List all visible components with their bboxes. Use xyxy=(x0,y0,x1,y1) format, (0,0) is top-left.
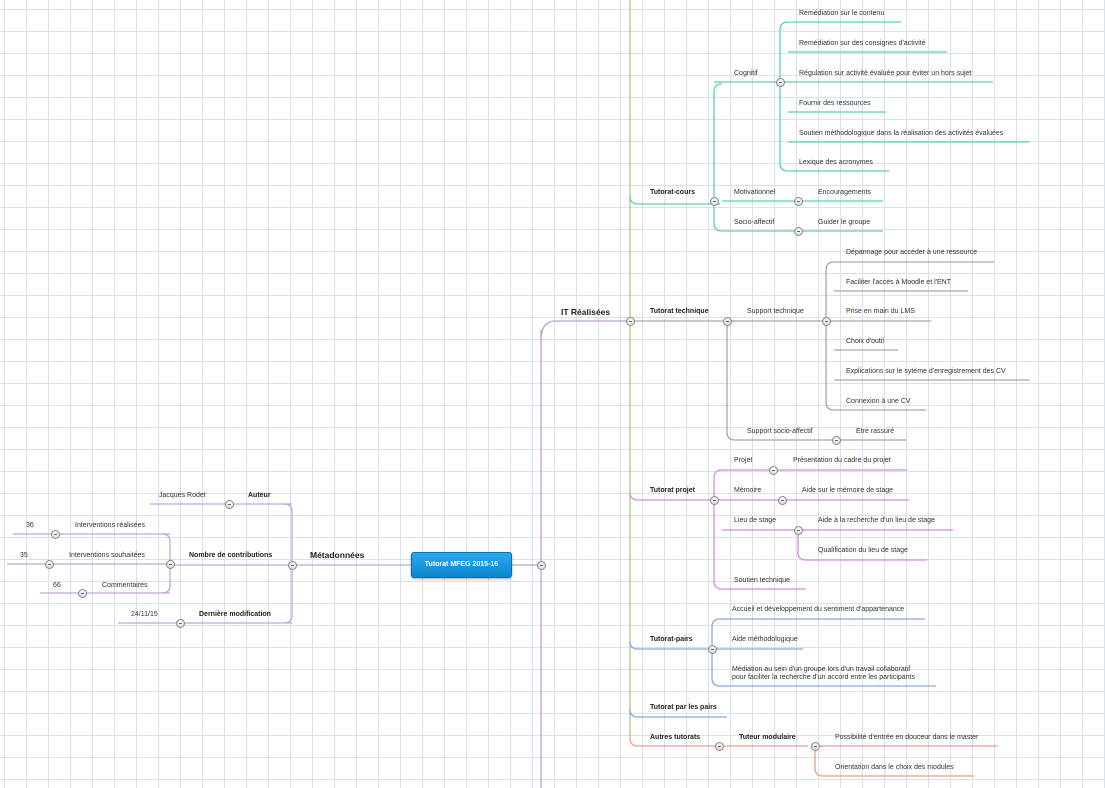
topic-support-technique[interactable]: Support technique xyxy=(747,308,804,315)
leaf-mediation-line1[interactable]: Médiation au sein d'un groupe lors d'un … xyxy=(732,666,911,673)
meta-interventions-souhaitees[interactable]: Interventions souhaitées xyxy=(69,552,145,559)
leaf-remediation-consignes[interactable]: Remédiation sur des consignes d'activité xyxy=(799,40,926,47)
topic-autres-tutorats[interactable]: Autres tutorats xyxy=(650,734,701,741)
branch-metadonnees[interactable]: Métadonnées xyxy=(310,550,365,560)
realisees-toggle[interactable] xyxy=(50,529,60,539)
projet-bracket xyxy=(713,469,723,590)
meta-interventions-realisees-value[interactable]: 36 xyxy=(26,522,34,529)
leaf-aide-memoire[interactable]: Aide sur le mémoire de stage xyxy=(802,487,894,494)
root-topic[interactable]: Tutorat MFEG 2015-16 xyxy=(411,552,512,578)
support-socio-toggle[interactable] xyxy=(831,435,841,445)
topic-motivationnel[interactable]: Motivationnel xyxy=(734,189,776,196)
leaf-fournir-ressources[interactable]: Fournir des ressources xyxy=(799,100,871,107)
root-collapse-toggle[interactable] xyxy=(536,560,546,570)
leaf-encouragements[interactable]: Encouragements xyxy=(818,189,871,196)
topic-tutorat-par-les-pairs[interactable]: Tutorat par les pairs xyxy=(650,704,717,711)
topic-tuteur-modulaire[interactable]: Tuteur modulaire xyxy=(739,734,796,741)
leaf-prise-en-main[interactable]: Prise en main du LMS xyxy=(846,308,915,315)
topic-soutien-technique[interactable]: Soutien technique xyxy=(734,577,791,584)
meta-interventions-realisees[interactable]: Interventions réalisées xyxy=(75,522,146,529)
cognitif-toggle[interactable] xyxy=(775,77,785,87)
lieu-bracket xyxy=(797,529,807,561)
autres-bracket xyxy=(814,745,824,777)
projet-toggle[interactable] xyxy=(768,465,778,475)
leaf-orientation-modules[interactable]: Orientation dans le choix des modules xyxy=(835,764,954,771)
leaf-faciliter-acces[interactable]: Faciliter l'accès à Moodle et l'ENT xyxy=(846,279,951,286)
topic-tutorat-pairs[interactable]: Tutorat-pairs xyxy=(650,636,693,643)
leaf-aide-methodologique[interactable]: Aide méthodologique xyxy=(732,636,798,643)
lieu-stage-toggle[interactable] xyxy=(793,525,803,535)
tutorat-technique-toggle[interactable] xyxy=(722,316,732,326)
leaf-lexique[interactable]: Lexique des acronymes xyxy=(799,159,873,166)
cognitif-bracket xyxy=(779,21,789,172)
topic-memoire[interactable]: Mémoire xyxy=(734,487,762,494)
topic-socio-affectif[interactable]: Socio-affectif xyxy=(734,219,775,226)
meta-auteur-value[interactable]: Jacques Rodet xyxy=(159,492,206,499)
meta-commentaires[interactable]: Commentaires xyxy=(102,582,148,589)
leaf-regulation[interactable]: Régulation sur activité évaluée pour évi… xyxy=(799,70,972,77)
leaf-qualification-lieu[interactable]: Qualification du lieu de stage xyxy=(818,547,908,554)
tutorat-projet-toggle[interactable] xyxy=(709,495,719,505)
meta-auteur[interactable]: Auteur xyxy=(248,492,271,499)
leaf-presentation-cadre[interactable]: Présentation du cadre du projet xyxy=(793,457,891,464)
cours-bracket xyxy=(713,83,723,232)
tutorat-cours-toggle[interactable] xyxy=(709,196,719,206)
contrib-toggle[interactable] xyxy=(165,559,175,569)
topic-tutorat-technique[interactable]: Tutorat technique xyxy=(650,308,709,315)
leaf-choix-outil[interactable]: Choix d'outil xyxy=(846,338,884,345)
leaf-mediation-line2[interactable]: pour faciliter la recherche d'un accord … xyxy=(732,674,916,681)
to-tutorat-par-les-pairs xyxy=(629,708,727,718)
to-tutorat-projet xyxy=(629,491,720,501)
technique-bracket xyxy=(726,320,736,441)
leaf-remediation-contenu[interactable]: Remédiation sur le contenu xyxy=(799,10,885,17)
to-autres-tutorats xyxy=(629,737,808,747)
meta-nombre-contributions[interactable]: Nombre de contributions xyxy=(189,552,273,559)
autres-tutorats-toggle[interactable] xyxy=(714,741,724,751)
auteur-toggle[interactable] xyxy=(224,499,234,509)
topic-tutorat-projet[interactable]: Tutorat projet xyxy=(650,487,695,494)
to-tutorat-pairs xyxy=(629,640,712,650)
support-technique-toggle[interactable] xyxy=(821,316,831,326)
modif-toggle[interactable] xyxy=(175,618,185,628)
trunk-to-it xyxy=(540,320,630,341)
leaf-soutien-methodologique[interactable]: Soutien méthodologique dans la réalisati… xyxy=(799,130,1004,137)
topic-lieu-de-stage[interactable]: Lieu de stage xyxy=(734,517,777,524)
topic-tutorat-cours[interactable]: Tutorat-cours xyxy=(650,189,695,196)
to-tutorat-cours xyxy=(629,195,720,205)
leaf-connexion-cv[interactable]: Connexion à une CV xyxy=(846,398,911,405)
meta-derniere-modification[interactable]: Dernière modification xyxy=(199,611,271,618)
tuteur-modulaire-toggle[interactable] xyxy=(810,741,820,751)
motivationnel-toggle[interactable] xyxy=(793,196,803,206)
leaf-possibilite-entree[interactable]: Possibilité d'entrée en douceur dans le … xyxy=(835,734,979,741)
topic-support-socio-affectif[interactable]: Support socio-affectif xyxy=(747,428,813,435)
memoire-toggle[interactable] xyxy=(777,495,787,505)
tutorat-pairs-toggle[interactable] xyxy=(707,644,717,654)
metadonnees-toggle[interactable] xyxy=(287,560,297,570)
souhaitees-toggle[interactable] xyxy=(44,559,54,569)
commentaires-toggle[interactable] xyxy=(77,588,87,598)
leaf-depannage[interactable]: Dépannage pour accéder à une ressource xyxy=(846,249,978,256)
leaf-guider-groupe[interactable]: Guider le groupe xyxy=(818,219,871,226)
support-bracket xyxy=(825,261,835,411)
topic-cognitif[interactable]: Cognitif xyxy=(734,70,758,77)
branch-it-realisees[interactable]: IT Réalisées xyxy=(561,307,611,317)
leaf-explications-cv[interactable]: Explications sur le sytème d'enregistrem… xyxy=(846,368,1006,375)
leaf-accueil[interactable]: Accueil et développement du sentiment d'… xyxy=(732,606,905,613)
socio-affectif-toggle[interactable] xyxy=(793,226,803,236)
meta-derniere-modification-value[interactable]: 24/11/15 xyxy=(131,611,158,618)
leaf-etre-rassure[interactable]: Etre rassuré xyxy=(856,428,895,435)
meta-commentaires-value[interactable]: 66 xyxy=(53,582,61,589)
topic-projet[interactable]: Projet xyxy=(734,457,753,464)
meta-interventions-souhaitees-value[interactable]: 35 xyxy=(20,552,28,559)
leaf-aide-recherche-lieu[interactable]: Aide à la recherche d'un lieu de stage xyxy=(818,517,935,524)
it-realisees-toggle[interactable] xyxy=(625,316,635,326)
